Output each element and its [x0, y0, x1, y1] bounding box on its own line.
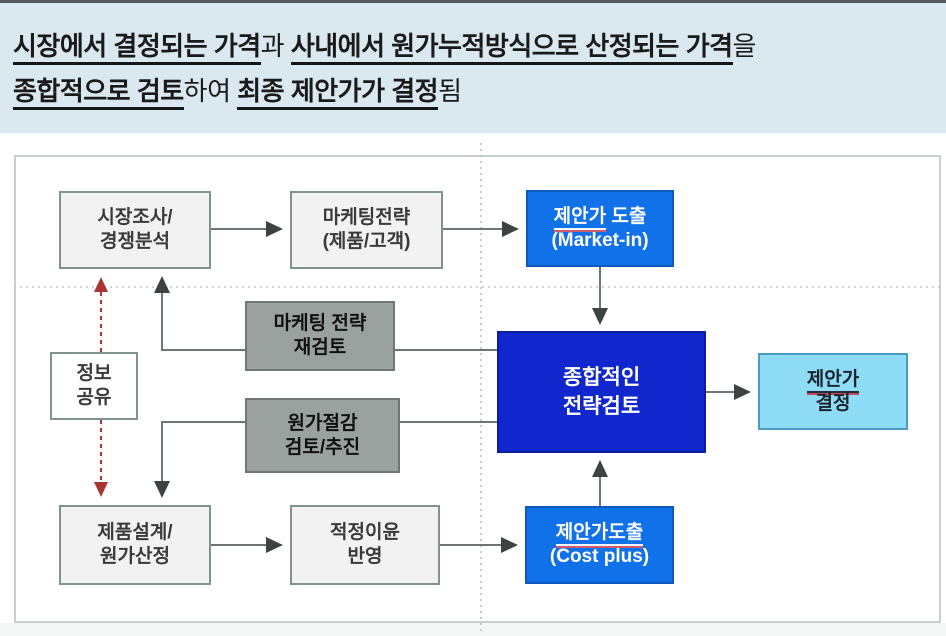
box-profit-margin: 적정이윤 반영: [290, 505, 440, 585]
box-label-line2: 재검토: [293, 337, 347, 358]
box-label-line1: 제안가도출: [555, 521, 644, 547]
box-label-line2: (Cost plus): [549, 546, 650, 567]
box-label-line1: 마케팅 전략: [273, 313, 367, 335]
box-label-line2: 검토/추진: [284, 436, 361, 458]
box-label-rest: 도출: [606, 205, 647, 227]
box-label-line2: 전략검토: [562, 395, 641, 418]
box-info-share: 정보 공유: [50, 352, 138, 420]
box-label-line1: 제품설계/: [97, 522, 173, 544]
box-label-line1: 종합적인: [562, 365, 641, 389]
box-label-line2: 결정: [815, 392, 851, 414]
box-strategic-review: 종합적인 전략검토: [497, 331, 706, 453]
box-cost-plus: 제안가도출 (Cost plus): [525, 506, 674, 584]
title-segment: 됨: [438, 76, 462, 106]
box-label-line1: 정보: [76, 363, 112, 385]
box-label-line2: (제품/고객): [322, 231, 411, 252]
box-label-line2: 반영: [347, 546, 383, 567]
box-marketing-strategy: 마케팅전략 (제품/고객): [290, 191, 443, 269]
title-segment-underlined: 시장에서 결정되는 가격: [13, 31, 261, 65]
title-segment-underlined: 종합적으로 검토: [13, 76, 184, 110]
box-label-underlined: 제안가: [806, 368, 860, 393]
title-segment: 을: [732, 31, 757, 61]
box-label-line2: (Market-in): [551, 229, 649, 251]
box-marketing-review: 마케팅 전략 재검토: [245, 301, 395, 371]
title-segment-underlined: 최종 제안가가 결정: [237, 76, 439, 110]
box-final-price: 제안가 결정: [758, 353, 908, 430]
box-label-underlined: 제안가도출: [555, 522, 644, 547]
bottom-margin: [0, 623, 946, 636]
box-label-line1: 시장조사/: [97, 207, 173, 229]
box-cost-reduction: 원가절감 검토/추진: [245, 398, 400, 473]
title-segment: 하여: [183, 76, 238, 106]
title-segment-underlined: 사내에서 원가누적방식으로 산정되는 가격: [290, 31, 733, 65]
title-segment: 과: [260, 31, 291, 61]
box-label-line1: 제안가 도출: [553, 205, 647, 230]
box-label-line1: 마케팅전략: [322, 207, 411, 229]
box-label-line1: 원가절감: [287, 412, 358, 434]
box-label-line2: 공유: [76, 387, 112, 408]
box-market-research: 시장조사/ 경쟁분석: [59, 191, 211, 269]
page-title: 시장에서 결정되는 가격과 사내에서 원가누적방식으로 산정되는 가격을 종합적…: [13, 24, 939, 114]
box-label-line2: 원가산정: [100, 546, 170, 567]
header-band: [0, 0, 946, 133]
box-label-line1: 제안가: [806, 368, 860, 393]
top-edge: [0, 0, 946, 3]
box-product-design: 제품설계/ 원가산정: [59, 505, 211, 585]
box-label-underlined: 제안가: [553, 205, 607, 230]
box-label-line1: 적정이윤: [330, 522, 400, 544]
box-label-line2: 경쟁분석: [100, 231, 170, 252]
box-market-in: 제안가 도출 (Market-in): [526, 190, 674, 267]
